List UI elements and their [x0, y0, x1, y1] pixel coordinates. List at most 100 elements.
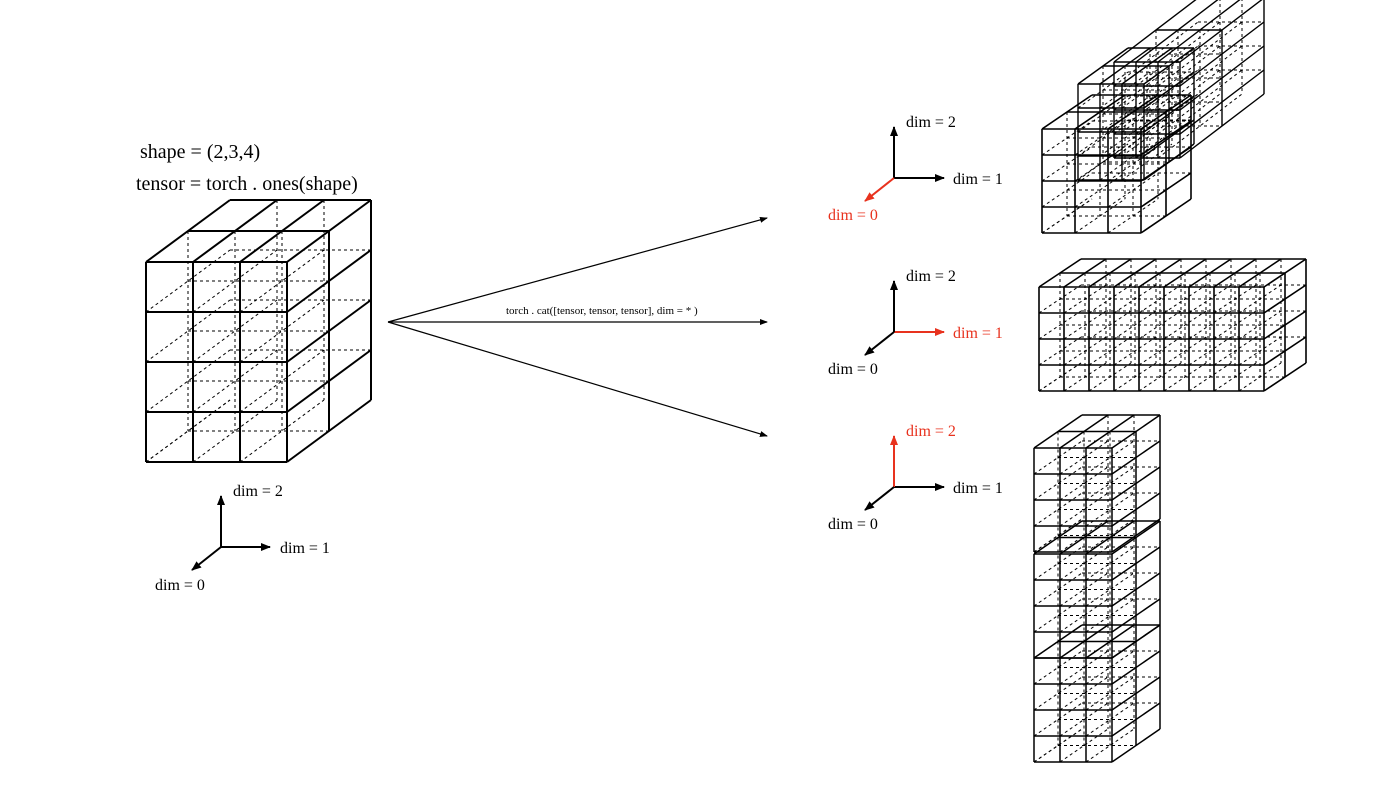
hidden-grid-line — [1059, 572, 1109, 607]
hidden-grid-line — [1041, 146, 1093, 182]
hidden-grid-line — [1077, 143, 1129, 181]
hidden-grid-line — [1033, 728, 1083, 763]
hidden-grid-line — [1033, 492, 1083, 527]
hidden-grid-line — [1077, 95, 1129, 133]
axis-dim2-label: dim = 2 — [906, 268, 956, 285]
source-axis-dim0-label: dim = 0 — [155, 577, 205, 594]
hidden-grid-line — [1188, 362, 1232, 392]
hidden-grid-line — [1063, 310, 1107, 340]
hidden-grid-line — [1088, 362, 1132, 392]
axis-dim0-arrow — [864, 331, 895, 356]
result-axes-dim1: dim = 2 dim = 1 dim = 0 — [828, 268, 1003, 378]
hidden-grid-line — [1238, 362, 1282, 392]
hidden-grid-line — [1188, 336, 1232, 366]
hidden-grid-line — [1138, 284, 1182, 314]
hidden-grid-line — [1033, 702, 1083, 737]
hidden-grid-line — [1213, 336, 1257, 366]
axis-dim0-label: dim = 0 — [828, 207, 878, 224]
arrow-to-dim2-result — [387, 321, 768, 437]
hidden-grid-line — [1107, 146, 1159, 182]
hidden-grid-line — [1138, 362, 1182, 392]
hidden-grid-line — [1074, 146, 1126, 182]
operation-arrows: torch . cat([tensor, tensor, tensor], di… — [387, 216, 768, 437]
hidden-grid-line — [1107, 198, 1159, 234]
result-cube-cat-dim1 — [1038, 258, 1307, 392]
axis-dim0-arrow — [864, 486, 895, 511]
hidden-grid-line — [1033, 518, 1083, 553]
hidden-grid-line — [1121, 143, 1173, 181]
hidden-grid-line — [1138, 336, 1182, 366]
hidden-grid-line — [1063, 362, 1107, 392]
hidden-grid-line — [1041, 172, 1093, 208]
hidden-grid-line — [1033, 598, 1083, 633]
hidden-grid-line — [1085, 624, 1135, 659]
axis-dim1-label: dim = 1 — [953, 171, 1003, 188]
hidden-grid-line — [1059, 440, 1109, 475]
hidden-grid-line — [1059, 492, 1109, 527]
source-axes: dim = 2 dim = 1 dim = 0 — [155, 483, 330, 594]
axis-dim1-label: dim = 1 — [953, 480, 1003, 497]
hidden-grid-line — [1238, 284, 1282, 314]
hidden-grid-line — [1238, 336, 1282, 366]
hidden-grid-line — [1088, 336, 1132, 366]
hidden-grid-line — [1163, 362, 1207, 392]
arrow-to-dim0-result — [387, 216, 768, 323]
hidden-grid-line — [1085, 518, 1135, 553]
hidden-grid-line — [1163, 310, 1207, 340]
hidden-grid-line — [1188, 310, 1232, 340]
operation-label: torch . cat([tensor, tensor, tensor], di… — [506, 305, 698, 317]
hidden-grid-line — [1163, 336, 1207, 366]
hidden-grid-line — [1038, 310, 1082, 340]
hidden-grid-line — [1113, 336, 1157, 366]
hidden-grid-line — [1063, 336, 1107, 366]
hidden-grid-line — [1085, 598, 1135, 633]
axis-dim1-label: dim = 1 — [953, 325, 1003, 342]
hidden-grid-line — [1107, 172, 1159, 208]
axis-dim2-label: dim = 2 — [906, 114, 956, 131]
hidden-grid-line — [1074, 120, 1126, 156]
hidden-grid-line — [1099, 71, 1151, 109]
hidden-grid-line — [1033, 676, 1083, 711]
hidden-grid-line — [1213, 310, 1257, 340]
shape-code-line: shape = (2,3,4) — [140, 141, 260, 163]
hidden-grid-line — [1077, 71, 1129, 109]
axis-dim0-arrow — [864, 177, 895, 202]
hidden-grid-line — [1085, 676, 1135, 711]
hidden-grid-line — [1213, 284, 1257, 314]
hidden-grid-line — [1121, 71, 1173, 109]
hidden-grid-line — [1059, 598, 1109, 633]
hidden-grid-line — [1033, 466, 1083, 501]
hidden-grid-line — [1059, 650, 1109, 685]
source-axis-dim2-label: dim = 2 — [233, 483, 283, 500]
hidden-grid-line — [1033, 624, 1083, 659]
axis-dim0-label: dim = 0 — [828, 516, 878, 533]
hidden-grid-line — [1059, 518, 1109, 553]
hidden-grid-line — [1074, 172, 1126, 208]
source-axis-dim1-label: dim = 1 — [280, 540, 330, 557]
hidden-grid-line — [1033, 440, 1083, 475]
result-cube-cat-dim0 — [1041, 0, 1265, 234]
hidden-grid-line — [1033, 572, 1083, 607]
hidden-grid-line — [1085, 572, 1135, 607]
hidden-grid-line — [1059, 728, 1109, 763]
hidden-grid-line — [1059, 702, 1109, 737]
hidden-grid-line — [1238, 310, 1282, 340]
axis-dim0-label: dim = 0 — [828, 361, 878, 378]
hidden-grid-line — [1107, 120, 1159, 156]
hidden-grid-line — [1059, 466, 1109, 501]
source-axis-dim0-arrow — [191, 546, 222, 571]
hidden-grid-line — [1033, 650, 1083, 685]
hidden-grid-line — [1059, 676, 1109, 711]
hidden-grid-line — [1113, 362, 1157, 392]
hidden-grid-line — [1113, 310, 1157, 340]
hidden-grid-line — [1085, 440, 1135, 475]
hidden-grid-line — [1085, 546, 1135, 581]
result-cube-cat-dim2 — [1033, 414, 1161, 763]
source-tensor-cube — [145, 199, 372, 463]
hidden-grid-line — [1188, 284, 1232, 314]
hidden-grid-line — [1041, 198, 1093, 234]
hidden-grid-line — [1074, 198, 1126, 234]
hidden-grid-line — [1085, 702, 1135, 737]
hidden-grid-line — [1038, 284, 1082, 314]
